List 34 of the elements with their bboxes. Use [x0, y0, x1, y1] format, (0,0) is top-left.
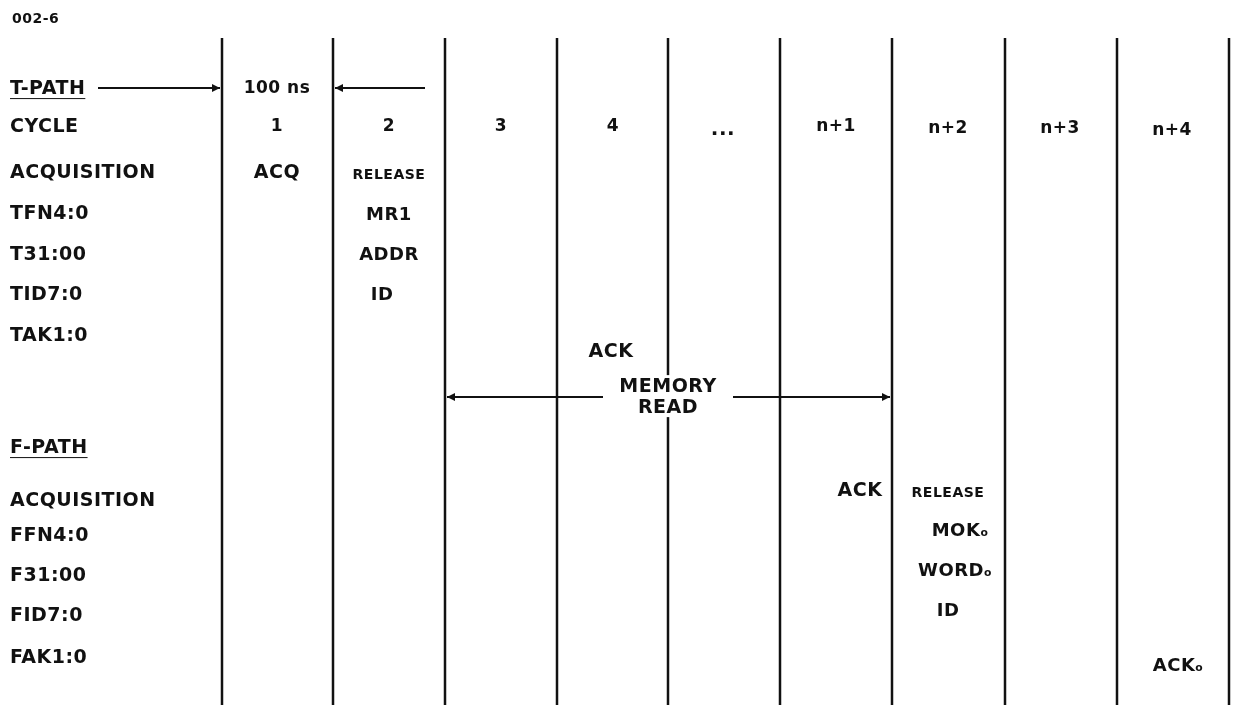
row-label: T31:00	[10, 243, 87, 265]
cycle-number: 1	[270, 116, 284, 136]
row-heading: F-PATH	[10, 436, 88, 458]
cycle-number: n+3	[1040, 118, 1080, 138]
row-label: F31:00	[10, 564, 87, 586]
row-label: FAK1:0	[10, 646, 88, 668]
signal-value: MR1	[366, 203, 412, 225]
row-label: TID7:0	[10, 283, 83, 305]
row-label: CYCLE	[10, 115, 79, 137]
row-label: TFN4:0	[10, 202, 89, 224]
cycle-number: n+2	[928, 118, 968, 138]
row-label: FFN4:0	[10, 524, 89, 546]
row-label: FID7:0	[10, 604, 83, 626]
cycle-number: n+4	[1152, 120, 1192, 140]
signal-value: ID	[370, 283, 394, 305]
cycle-number: 3	[494, 116, 508, 136]
cycle-number: n+1	[816, 116, 856, 136]
row-heading: T-PATH	[10, 77, 86, 99]
signal-value: ACK	[837, 479, 883, 501]
figure-number: 002-6	[12, 9, 60, 27]
ellipsis: ...	[710, 116, 736, 140]
signal-value: ACK	[588, 340, 634, 362]
signal-value: ADDR	[359, 243, 419, 265]
row-label: ACQUISITION	[10, 161, 156, 183]
signal-value: RELEASE	[911, 483, 985, 501]
signal-value: ID	[936, 599, 960, 621]
cycle-number: 2	[382, 116, 396, 136]
signal-value: RELEASE	[352, 165, 426, 183]
signal-value: ACQ	[253, 161, 301, 183]
cycle-number: 4	[606, 116, 620, 136]
period-label: 100 ns	[243, 78, 311, 98]
row-label: ACQUISITION	[10, 489, 156, 511]
row-label: TAK1:0	[10, 324, 88, 346]
span-label: MEMORY READ	[603, 375, 733, 417]
